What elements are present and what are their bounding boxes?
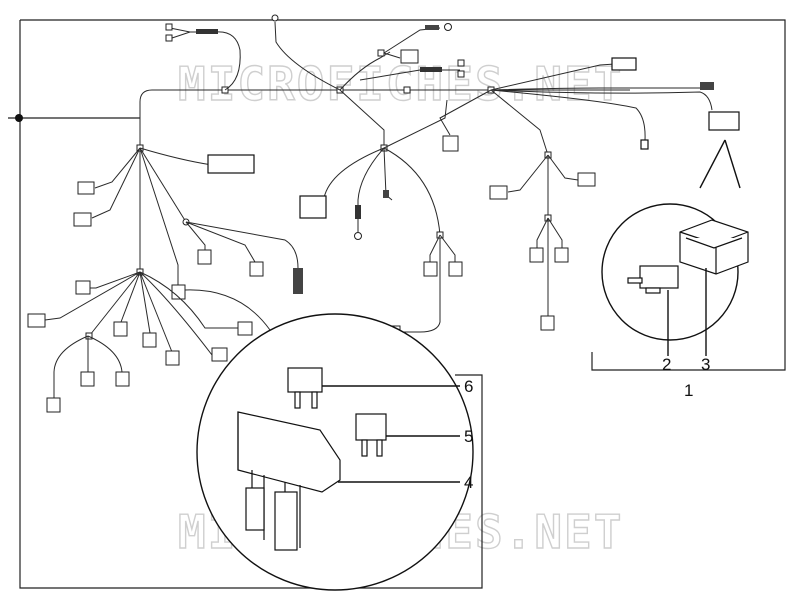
- ground-point: [15, 114, 23, 122]
- zoom-detail-relay: [601, 139, 749, 356]
- main-harness-trunk: [136, 86, 630, 276]
- fuse-holder-part: [237, 411, 341, 551]
- callout-6: 6: [464, 377, 473, 396]
- fuse-5-part: [355, 413, 387, 457]
- callout-2: 2: [662, 355, 671, 374]
- watermark-top: MICROFICHES.NET: [178, 57, 623, 111]
- left-lower-branch: [27, 271, 253, 413]
- outer-frame: [8, 19, 786, 589]
- top-center-branch: [271, 14, 465, 91]
- relay-cover-3-part: [679, 219, 749, 275]
- fuse-6-part: [287, 367, 323, 409]
- callout-1: 1: [684, 381, 693, 400]
- callout-4: 4: [464, 473, 473, 492]
- callout-5: 5: [464, 427, 473, 446]
- left-upper-branch: [73, 147, 303, 300]
- zoom-detail-fuse-box: [184, 289, 474, 591]
- top-left-branch: [165, 23, 241, 91]
- callout-3: 3: [701, 355, 710, 374]
- center-branch: [299, 89, 463, 340]
- right-top-branch: [439, 57, 740, 331]
- fuse-2-part: [627, 265, 679, 294]
